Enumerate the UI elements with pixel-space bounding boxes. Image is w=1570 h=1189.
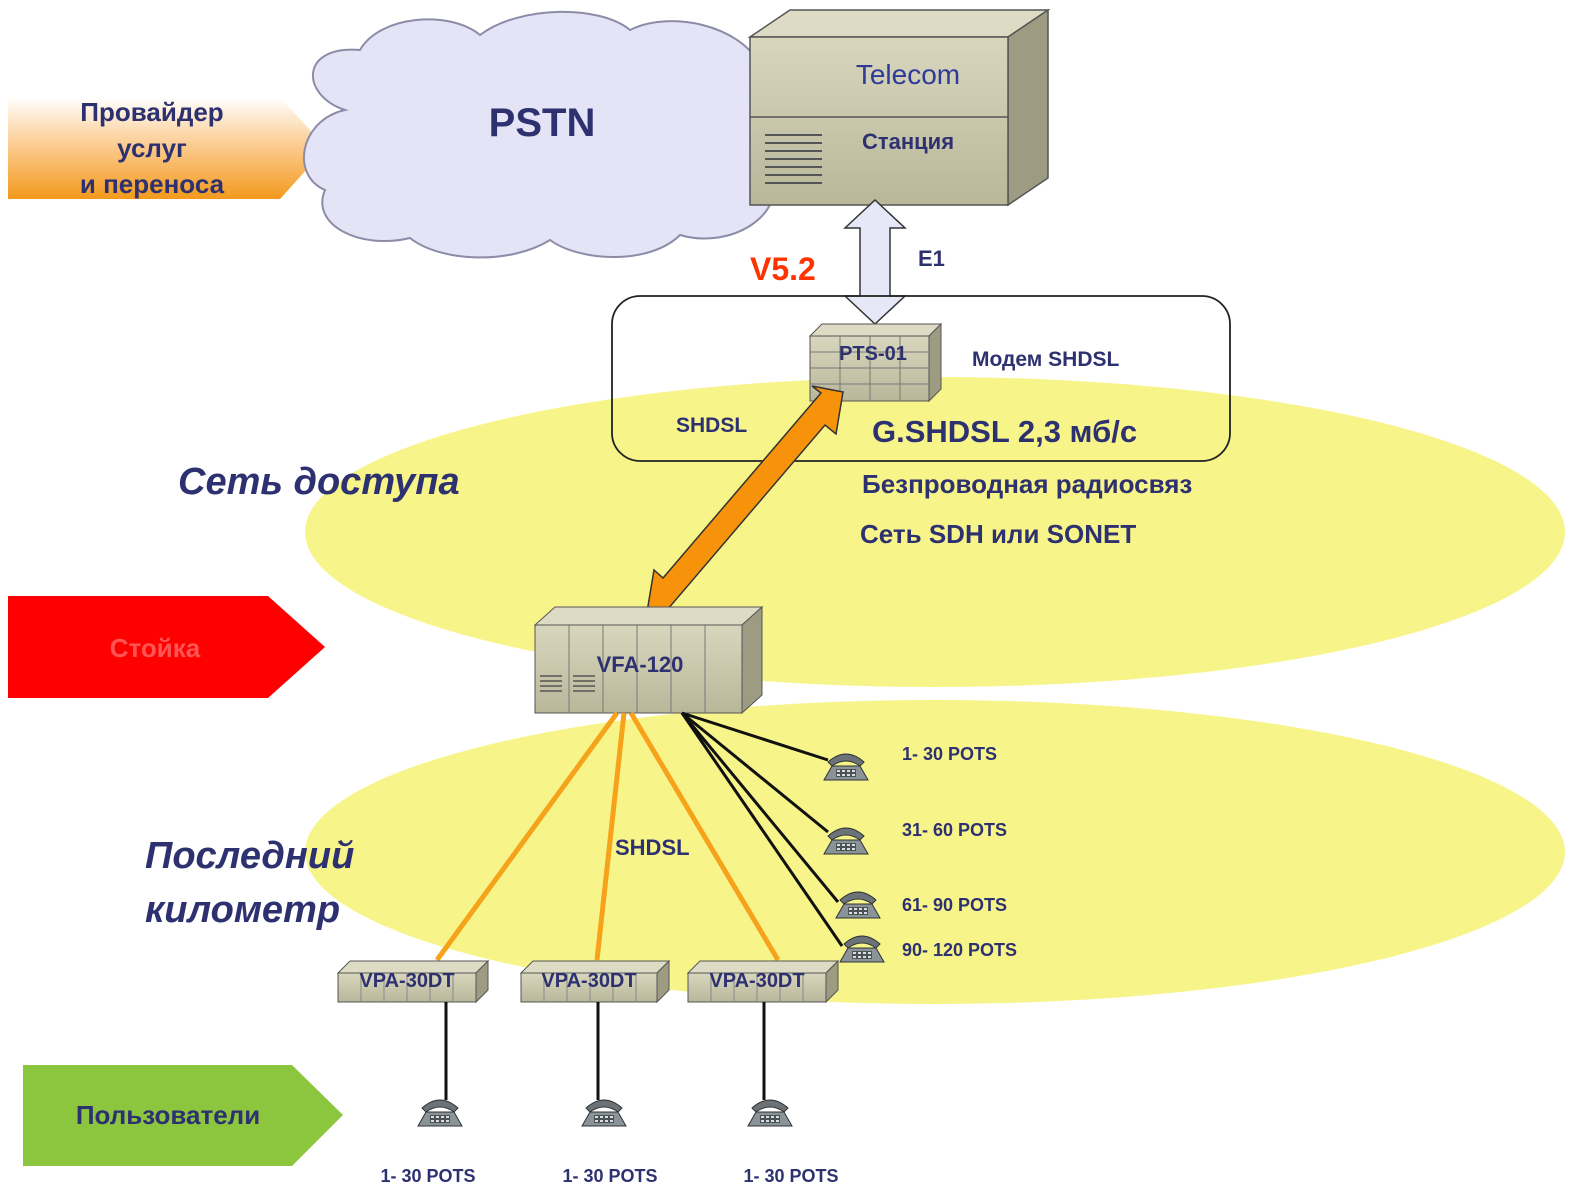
vpa-label: VPA-30DT xyxy=(709,970,804,992)
telecom-station: Telecom Станция xyxy=(747,8,1051,207)
vfa120-label: VFA-120 xyxy=(597,652,684,677)
cloud-icon: PSTN xyxy=(302,10,793,259)
rack-label: Стойка xyxy=(110,633,201,663)
vpa-unit-2: VPA-30DT xyxy=(519,959,671,1004)
pstn-label: PSTN xyxy=(489,101,596,145)
pots-lines xyxy=(680,711,844,947)
vfa120-device: VFA-120 xyxy=(533,605,764,715)
vent-icon xyxy=(540,675,595,692)
user-pots-label: 1- 30 POTS xyxy=(562,1166,657,1186)
vent-icon xyxy=(765,134,822,184)
user-pots-label: 1- 30 POTS xyxy=(380,1166,475,1186)
modem-box xyxy=(611,295,1231,462)
telephone-icon xyxy=(581,1099,627,1127)
provider-label-2: услуг xyxy=(117,133,187,163)
user-pots-label: 1- 30 POTS xyxy=(743,1166,838,1186)
access-alt-2: Сеть SDH или SONET xyxy=(860,519,1136,549)
double-arrow-icon xyxy=(843,198,907,326)
provider-arrow: Провайдер услуг и переноса xyxy=(8,97,326,199)
access-network-title: Сеть доступа xyxy=(178,461,460,503)
provider-label-3: и переноса xyxy=(80,169,225,199)
rack-arrow: Стойка xyxy=(8,596,325,698)
last-mile-shdsl-label: SHDSL xyxy=(615,835,690,860)
vpa-label: VPA-30DT xyxy=(541,970,636,992)
pts01-label: PTS-01 xyxy=(839,343,907,365)
last-mile-ellipse xyxy=(305,700,1565,1004)
e1-label: E1 xyxy=(918,246,945,271)
telecom-title: Telecom xyxy=(856,59,960,90)
vpa-label: VPA-30DT xyxy=(359,970,454,992)
direct-phone-label: 61- 90 POTS xyxy=(902,895,1007,915)
telephone-icon xyxy=(417,1099,463,1127)
modem-shdsl-label: SHDSL xyxy=(676,414,747,437)
telecom-subtitle: Станция xyxy=(862,129,954,154)
vpa-unit-1: VPA-30DT xyxy=(336,959,490,1004)
telephone-icon xyxy=(747,1099,793,1127)
direct-phone-label: 1- 30 POTS xyxy=(902,744,997,764)
users-label: Пользователи xyxy=(76,1100,260,1130)
modem-label: Модем SHDSL xyxy=(972,348,1119,371)
users-arrow: Пользователи xyxy=(23,1065,343,1166)
modem-speed-label: G.SHDSL 2,3 мб/с xyxy=(872,414,1137,449)
access-alt-1: Безпроводная радиосвяз xyxy=(862,469,1192,499)
last-mile-label-2: километр xyxy=(145,889,340,931)
direct-phone-label: 31- 60 POTS xyxy=(902,820,1007,840)
last-mile-label-1: Последний xyxy=(145,835,354,877)
direct-phone-label: 90- 120 POTS xyxy=(902,940,1017,960)
protocol-label: V5.2 xyxy=(750,251,816,287)
user-lines xyxy=(444,1002,766,1100)
vpa-unit-3: VPA-30DT xyxy=(686,959,840,1004)
shdsl-lines xyxy=(434,711,781,962)
provider-label-1: Провайдер xyxy=(80,97,223,127)
